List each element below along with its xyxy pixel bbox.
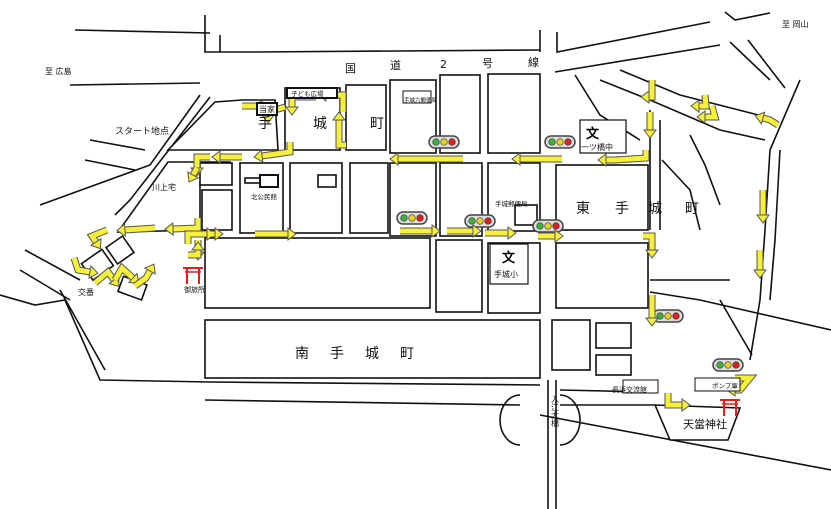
route-arrow	[690, 94, 710, 113]
route-arrow	[116, 222, 156, 237]
route-arrow	[643, 232, 659, 259]
svg-text:町: 町	[685, 201, 699, 217]
svg-text:手: 手	[258, 116, 272, 132]
traffic-signal-icon	[532, 219, 564, 233]
police-box-label: 交番	[78, 287, 94, 297]
svg-text:城: 城	[648, 201, 662, 217]
traffic-signal-icon	[464, 214, 496, 228]
school-symbol-icon: 文	[586, 126, 600, 142]
kita-community-hall-label: 北公民館	[251, 192, 278, 201]
svg-text:手: 手	[615, 201, 629, 217]
kawakami-residence-label: 川上宅	[152, 182, 176, 192]
svg-text:道: 道	[390, 58, 401, 72]
nagahama-community-center-label: 長浜交流館	[612, 385, 647, 394]
svg-text:町: 町	[400, 346, 414, 362]
route-arrow	[485, 226, 517, 240]
route-arrow	[132, 263, 156, 289]
traffic-signal-icon	[544, 135, 576, 149]
traffic-signal-icon	[652, 309, 684, 323]
pump-house-label: ポンプ庫	[712, 381, 738, 390]
svg-text:手: 手	[330, 346, 344, 362]
svg-text:東: 東	[576, 201, 590, 217]
route-arrow	[753, 250, 767, 279]
school-symbol-icon: 文	[502, 250, 516, 266]
minami-teshiro-district-label: 南 手 城 町	[295, 346, 414, 362]
route-arrow	[188, 241, 205, 259]
route-arrow	[332, 111, 346, 149]
route-arrow	[756, 190, 770, 224]
svg-text:入江大橋: 入江大橋	[551, 395, 560, 428]
svg-text:城: 城	[313, 116, 327, 132]
route-arrow	[664, 393, 691, 412]
route-arrow	[164, 218, 202, 236]
traffic-signal-icon	[428, 135, 460, 149]
route-arrow	[389, 152, 463, 166]
route-arrow	[211, 150, 242, 164]
traffic-signal-icon	[396, 211, 428, 225]
otabisho-label: 御旅所	[184, 285, 205, 294]
teshiro-post-office-label: 手城郵便局	[495, 199, 528, 208]
higashi-teshiro-district-label: 東 手 城 町	[576, 201, 699, 217]
route-arrow	[597, 150, 650, 167]
svg-text:国: 国	[345, 62, 356, 75]
svg-text:線: 線	[528, 55, 539, 69]
tendo-shrine-label: 天當神社	[683, 417, 727, 431]
teshiro-elementary-label: 手城小	[494, 269, 518, 279]
hitotsubashi-junior-high-label: 一ツ橋中	[581, 142, 613, 152]
route-arrow	[696, 105, 720, 124]
route-arrow	[210, 227, 224, 241]
irie-bridge-label: 入江大橋	[551, 395, 560, 428]
kids-square-label: 子ども広場	[291, 89, 324, 98]
route-arrow	[70, 256, 99, 279]
route-arrow	[645, 295, 659, 327]
road-lines	[0, 11, 831, 509]
route-arrow	[92, 266, 120, 288]
svg-text:町: 町	[370, 116, 384, 132]
svg-text:号: 号	[482, 57, 493, 70]
route-arrow	[538, 229, 564, 243]
to-hiroshima-label: 至 広島	[45, 66, 72, 76]
svg-text:城: 城	[365, 346, 379, 362]
route-arrow	[643, 112, 657, 139]
start-point-label: スタート地点	[115, 125, 169, 137]
route-arrow	[253, 142, 294, 163]
route-arrow	[86, 226, 109, 250]
national-road-2-label: 国 道 2 号 線	[345, 55, 539, 75]
torii-gate-icon	[720, 399, 740, 416]
route-arrow	[754, 111, 780, 128]
svg-text:南: 南	[295, 346, 309, 362]
torii-gate-icon	[183, 267, 203, 284]
route-arrow	[511, 152, 562, 166]
route-arrow	[400, 224, 441, 238]
teshiro-roku-post-office-label: 手城六郵便局	[404, 96, 437, 104]
teshiro-district-label: 手 城 町	[258, 116, 384, 132]
route-arrow	[255, 227, 297, 241]
route-arrow	[640, 80, 656, 104]
to-okayama-label: 至 岡山	[782, 19, 809, 29]
home-label: 当家	[259, 104, 275, 114]
route-arrow	[187, 166, 201, 183]
route-arrow	[184, 227, 216, 244]
route-arrow	[447, 224, 482, 238]
traffic-signal-icon	[712, 358, 744, 372]
svg-text:2: 2	[440, 58, 447, 71]
